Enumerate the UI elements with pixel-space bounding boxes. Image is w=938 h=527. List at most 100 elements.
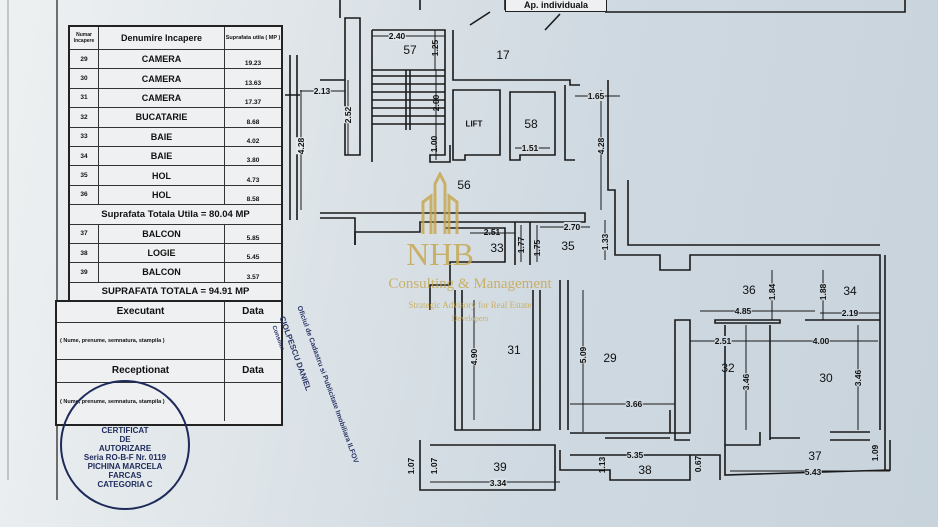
room-number: 33 (70, 127, 99, 146)
dimension-label: 3.46 (741, 373, 751, 391)
header-name: Denumire Incapere (99, 27, 225, 49)
room-area: 17.37 (244, 99, 262, 107)
dimension-label: 2.13 (313, 86, 331, 96)
stamp-text: CERTIFICAT (101, 426, 149, 435)
dimension-label: 4.28 (596, 137, 606, 155)
lift-label: LIFT (465, 119, 483, 129)
dimension-label: 1.25 (430, 39, 440, 57)
room-area: 4.02 (246, 137, 260, 145)
room-name: BAIE (99, 146, 225, 166)
building-logo-icon (421, 172, 459, 234)
dimension-label: 3.66 (625, 399, 643, 409)
executant-hint: ( Nume, prenume, semnatura, stampila ) (57, 323, 225, 359)
dimension-label: 0.67 (693, 455, 703, 473)
dimension-label: 1.00 (429, 135, 439, 153)
dimension-label: 1.75 (532, 239, 542, 257)
dimension-label: 4.00 (812, 336, 830, 346)
room-area: 3.80 (246, 157, 260, 165)
watermark-logo-text: NHB (406, 236, 474, 272)
room-number: 38 (70, 243, 99, 263)
room-area: 13.63 (244, 79, 262, 87)
room-29-label: 29 (603, 351, 617, 365)
dimension-label: 5.43 (804, 467, 822, 477)
dimension-label: 2.00 (431, 94, 441, 112)
watermark-line1: Consulting & Management (388, 276, 552, 292)
room-area: 4.73 (246, 176, 260, 184)
room-area: 3.57 (246, 273, 260, 281)
room-area: 5.45 (246, 254, 260, 262)
dimension-label: 4.90 (469, 348, 479, 366)
room-name: HOL (99, 166, 225, 185)
room-area: 5.85 (246, 234, 260, 242)
dimension-label: 3.46 (853, 369, 863, 387)
room-39-label: 39 (493, 460, 507, 474)
watermark-line2: Strategic Advisory for Real Estate (408, 300, 532, 310)
room-area: 19.23 (244, 60, 262, 68)
watermark-line3: Developers (451, 314, 489, 323)
dimension-label: 1.51 (521, 143, 539, 153)
stamp-text: Seria RO-B-F Nr. 0119 (83, 453, 167, 462)
room-32-label: 32 (721, 361, 735, 375)
room-30-label: 30 (819, 371, 833, 385)
room-56-label: 56 (457, 178, 471, 192)
dimension-label: 3.34 (489, 478, 507, 488)
room-number: 32 (70, 108, 99, 127)
room-area: 8.58 (246, 196, 260, 204)
header-number: Numar Incapere (70, 27, 99, 49)
stamp-text: CATEGORIA C (97, 480, 153, 489)
dimension-label: 1.09 (870, 444, 880, 462)
room-name: LOGIE (99, 243, 225, 263)
dimension-label: 1.07 (429, 457, 439, 475)
total-useful-area: Suprafata Totala Utila = 80.04 MP (70, 204, 281, 223)
dimension-label: 2.19 (841, 308, 859, 318)
stamp-text: AUTORIZARE (98, 444, 152, 453)
dimension-label: 1.65 (587, 91, 605, 101)
room-37-label: 37 (808, 449, 822, 463)
dimension-label: 5.09 (578, 346, 588, 364)
room-name: BALCON (99, 224, 225, 243)
dimension-label: 1.77 (516, 236, 526, 254)
dimension-label: 2.40 (388, 31, 406, 41)
header-area: Suprafata utila ( MP ) (225, 34, 281, 41)
room-area: 8.68 (246, 118, 260, 126)
room-number: 37 (70, 224, 99, 243)
table-header: Numar Incapere Denumire Incapere Suprafa… (70, 27, 281, 49)
room-number: 36 (70, 185, 99, 205)
authorization-stamp (60, 380, 190, 510)
room-number: 29 (70, 50, 99, 69)
dimension-label: 1.13 (597, 456, 607, 474)
dimension-label: 1.88 (818, 283, 828, 301)
dimension-label: 1.33 (600, 233, 610, 251)
header-strip-label: Ap. individuala (505, 0, 607, 12)
room-number: 31 (70, 88, 99, 108)
room-31-label: 31 (507, 343, 521, 357)
receptionat-label: Receptionat (57, 360, 225, 382)
total-area: SUPRAFATA TOTALA = 94.91 MP (70, 281, 281, 301)
dimension-label: 1.07 (406, 457, 416, 475)
room-name: HOL (99, 185, 225, 205)
dimension-label: 2.70 (563, 222, 581, 232)
room-33-label: 33 (490, 241, 504, 255)
dimension-label: 2.51 (714, 336, 732, 346)
dimension-label: 4.85 (734, 306, 752, 316)
room-38-label: 38 (638, 463, 652, 477)
executant-label: Executant (57, 302, 225, 322)
dimension-label: 2.51 (483, 227, 501, 237)
room-number: 30 (70, 69, 99, 88)
room-number: 35 (70, 166, 99, 185)
dimension-label: 2.52 (343, 106, 353, 124)
room-34-label: 34 (843, 284, 857, 298)
room-57-label: 57 (403, 43, 417, 57)
dimension-label: 5.35 (626, 450, 644, 460)
room-area-table: Numar Incapere Denumire Incapere Suprafa… (68, 25, 283, 304)
